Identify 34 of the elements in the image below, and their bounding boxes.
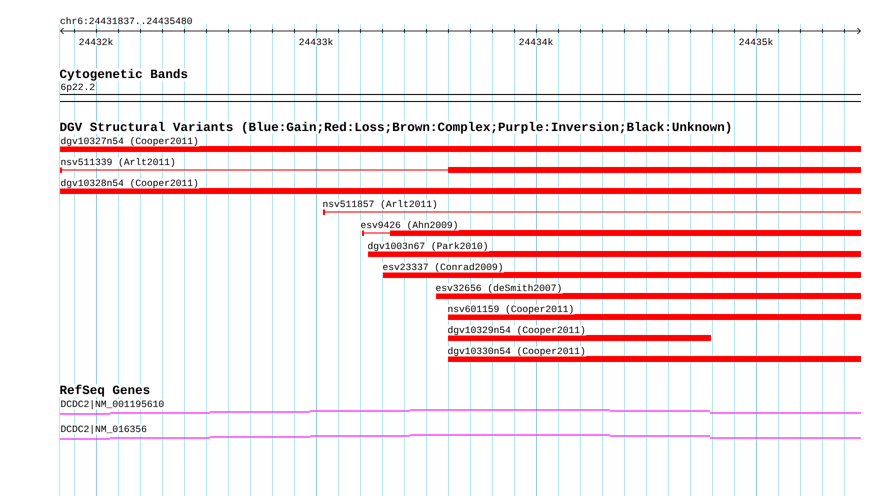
variant-bar: dgv1003n67 (Park2010) — [367, 242, 861, 257]
band-label: 6p22.2 — [60, 83, 96, 92]
variant-bar: esv32656 (deSmith2007) — [435, 284, 861, 299]
node-label: DCDC2|NM_001195610 — [61, 400, 164, 409]
node-label: DCDC2|NM_016356 — [61, 425, 146, 434]
variant-bar: nsv601159 (Cooper2011) — [447, 304, 861, 320]
variant-bar: esv9426 (Ahn2009) — [360, 220, 862, 236]
tick-label: 24433k — [298, 38, 334, 46]
gene-track: DCDC2|NM_001195610 — [60, 400, 862, 414]
node-label: esv32656 (deSmith2007) — [436, 284, 561, 293]
variant-bar: dgv10330n54 (Cooper2011) — [447, 346, 861, 362]
variant-bar: dgv10329n54 (Cooper2011) — [447, 326, 711, 341]
variant-bar: nsv511339 (Arlt2011) — [60, 158, 862, 173]
variant-bar: dgv10327n54 (Cooper2011) — [60, 136, 861, 152]
variant-bar: nsv511857 (Arlt2011) — [322, 200, 862, 215]
coordinate-label: chr6:24431837..24435480 — [60, 17, 192, 24]
variant-bar: esv23337 (Conrad2009) — [382, 262, 861, 278]
node-label: dgv10330n54 (Cooper2011) — [448, 347, 584, 356]
track-heading: DGV Structural Variants (Blue:Gain;Red:Loss;Brown:Complex;Purple:Inversion;Black:Unknown) — [59, 121, 733, 134]
node-label: dgv10328n54 (Cooper2011) — [61, 179, 198, 188]
variant-bar: dgv10328n54 (Cooper2011) — [60, 178, 861, 194]
tick-label: 24432k — [78, 38, 114, 46]
node-label: dgv10327n54 (Cooper2011) — [61, 137, 198, 146]
node-label: esv9426 (Ahn2009) — [361, 221, 457, 230]
node-label: dgv10329n54 (Cooper2011) — [448, 326, 584, 335]
node-label: nsv601159 (Cooper2011) — [448, 305, 573, 314]
tick-label: 24434k — [518, 38, 554, 46]
node-label: dgv1003n67 (Park2010) — [368, 242, 487, 251]
node-label: nsv511339 (Arlt2011) — [61, 158, 174, 167]
tick-label: 24435k — [738, 38, 774, 46]
node-label: esv23337 (Conrad2009) — [383, 263, 502, 272]
node-label: nsv511857 (Arlt2011) — [323, 200, 436, 209]
gene-track: DCDC2|NM_016356 — [60, 424, 862, 440]
track-heading: RefSeq Genes — [59, 384, 151, 398]
